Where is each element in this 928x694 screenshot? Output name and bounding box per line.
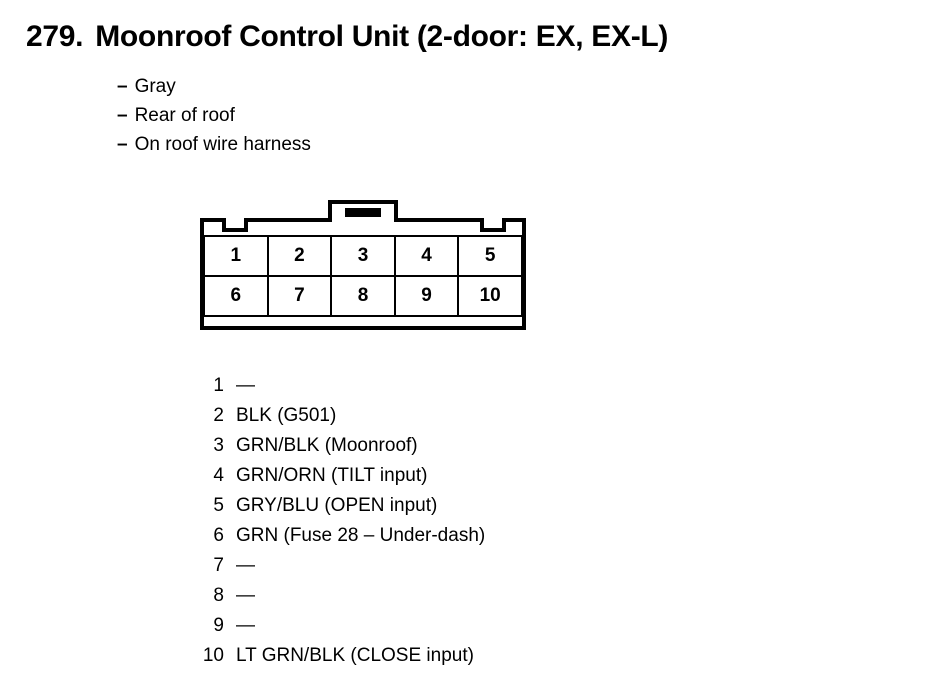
pin-description: — [236,585,255,606]
connector-cavity: 8 [330,275,396,317]
pin-number: 8 [213,585,224,606]
subtitle-dash: – [117,134,128,155]
pin-number: 1 [213,375,224,396]
page-title: 279. Moonroof Control Unit (2-door: EX, … [26,20,668,54]
connector-cavity: 1 [203,235,269,277]
pin-description: GRN/BLK (Moonroof) [236,435,418,456]
connector-notch-right-icon [480,218,506,232]
pin-number: 6 [213,525,224,546]
pin-row: 4 GRN/ORN (TILT input) [152,465,485,495]
pin-number: 4 [213,465,224,486]
page-title-text: Moonroof Control Unit (2-door: EX, EX-L) [95,20,669,53]
connector-cavity: 4 [393,235,460,277]
page-title-number: 279. [26,20,84,53]
subtitle-item: –On roof wire harness [117,130,311,159]
pin-description: — [236,555,255,576]
subtitle-dash: – [117,76,128,97]
connector-cavity: 6 [203,275,269,317]
pin-description: GRN (Fuse 28 – Under-dash) [236,525,486,546]
pin-description: — [236,375,255,396]
pin-description: GRN/ORN (TILT input) [236,465,428,486]
connector-cavity: 9 [393,275,460,317]
pin-row: 5 GRY/BLU (OPEN input) [152,495,485,525]
connector-cavity: 5 [457,235,523,277]
connector-latch-slot-icon [345,208,381,217]
pin-row: 9 — [152,615,485,645]
subtitle-label: Gray [134,76,176,97]
connector-cavity: 2 [266,235,333,277]
connector-cavity-grid: 1 2 3 4 5 6 7 8 9 10 [203,235,523,317]
pin-number: 10 [202,645,224,666]
pin-row: 3 GRN/BLK (Moonroof) [152,435,485,465]
pin-description: GRY/BLU (OPEN input) [236,495,438,516]
pin-number: 2 [213,405,224,426]
subtitle-label: On roof wire harness [134,134,311,155]
subtitle-dash: – [117,105,128,126]
pin-row: 7 — [152,555,485,585]
pin-number: 5 [213,495,224,516]
subtitle-label: Rear of roof [134,105,235,126]
pin-number: 3 [213,435,224,456]
pin-row: 2 BLK (G501) [152,405,485,435]
connector-cavity: 10 [457,275,523,317]
pin-row: 6 GRN (Fuse 28 – Under-dash) [152,525,485,555]
pin-description: LT GRN/BLK (CLOSE input) [236,645,474,666]
connector-notch-left-icon [222,218,248,232]
subtitle-list: –Gray –Rear of roof –On roof wire harnes… [117,72,311,159]
connector-cavity: 3 [330,235,396,277]
pin-number: 7 [213,555,224,576]
pin-description: — [236,615,255,636]
pin-row: 1 — [152,375,485,405]
pin-description: BLK (G501) [236,405,337,426]
pin-row: 10 LT GRN/BLK (CLOSE input) [152,645,485,675]
subtitle-item: –Rear of roof [117,101,311,130]
pin-number: 9 [213,615,224,636]
pin-row: 8 — [152,585,485,615]
pin-assignment-list: 1 — 2 BLK (G501) 3 GRN/BLK (Moonroof) 4 … [152,375,485,675]
connector-diagram: 1 2 3 4 5 6 7 8 9 10 [200,200,530,334]
connector-cavity: 7 [266,275,333,317]
subtitle-item: –Gray [117,72,311,101]
